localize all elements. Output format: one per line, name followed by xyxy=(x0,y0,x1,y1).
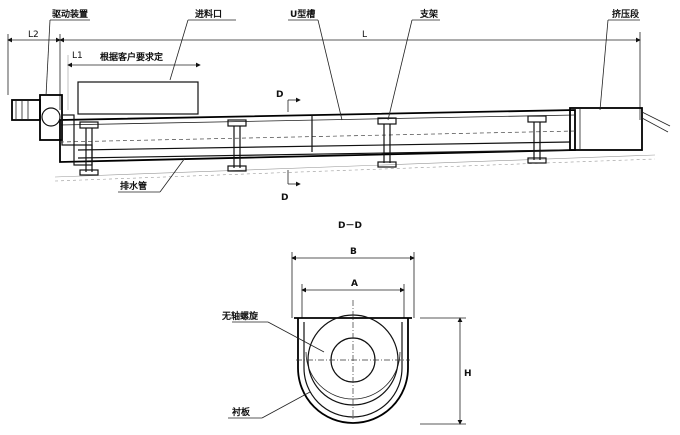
dimension-l1-label: L1 xyxy=(72,51,83,61)
shaftless-spiral-label: 无轴螺旋 xyxy=(221,310,259,322)
dimension-l-label: L xyxy=(362,30,367,40)
drive-label: 驱动装置 xyxy=(52,8,88,20)
support-3: 支架 xyxy=(377,8,440,168)
dimension-l2: L2 xyxy=(7,30,61,110)
shaftless-spiral xyxy=(296,300,410,420)
feed-inlet: 进料口 xyxy=(77,8,236,115)
dimension-h: H xyxy=(420,317,472,425)
ground-line xyxy=(54,154,656,182)
dimension-h-label: H xyxy=(464,369,472,379)
dimension-a-label: A xyxy=(351,279,358,289)
press-section: 挤压段 xyxy=(569,8,671,151)
u-trough: U型槽 xyxy=(59,8,576,163)
section-mark-top: D xyxy=(276,90,283,100)
support-4 xyxy=(527,115,547,164)
feed-inlet-label: 进料口 xyxy=(195,8,222,20)
press-section-label: 挤压段 xyxy=(612,8,640,20)
shaftless-spiral-callout: 无轴螺旋 xyxy=(221,310,325,353)
section-title: D－D xyxy=(338,221,362,231)
dimension-l1: L1 根据客户要求定 xyxy=(67,51,201,110)
support-2 xyxy=(227,119,247,172)
trough-cross-section xyxy=(294,317,412,424)
drain-pipe: 排水管 xyxy=(77,141,571,193)
dimension-b: B xyxy=(291,247,415,318)
dimension-a: A xyxy=(301,279,405,318)
drain-pipe-label: 排水管 xyxy=(120,180,147,192)
liner-callout: 衬板 xyxy=(228,391,311,419)
section-cut-d: D D xyxy=(276,90,301,203)
liner-label: 衬板 xyxy=(232,406,251,418)
customer-note-label: 根据客户要求定 xyxy=(100,51,164,63)
drive-unit: 驱动装置 xyxy=(11,8,93,166)
dimension-l2-label: L2 xyxy=(28,30,39,40)
support-1 xyxy=(79,121,99,176)
u-trough-label: U型槽 xyxy=(290,8,315,20)
section-mark-bottom: D xyxy=(281,193,288,203)
dimension-b-label: B xyxy=(350,247,357,257)
dimension-l: L xyxy=(59,30,641,120)
support-label: 支架 xyxy=(419,8,438,20)
section-view: D－D B A H xyxy=(221,221,472,425)
side-view: L L2 L1 根据客户要求定 进料口 xyxy=(7,8,671,203)
